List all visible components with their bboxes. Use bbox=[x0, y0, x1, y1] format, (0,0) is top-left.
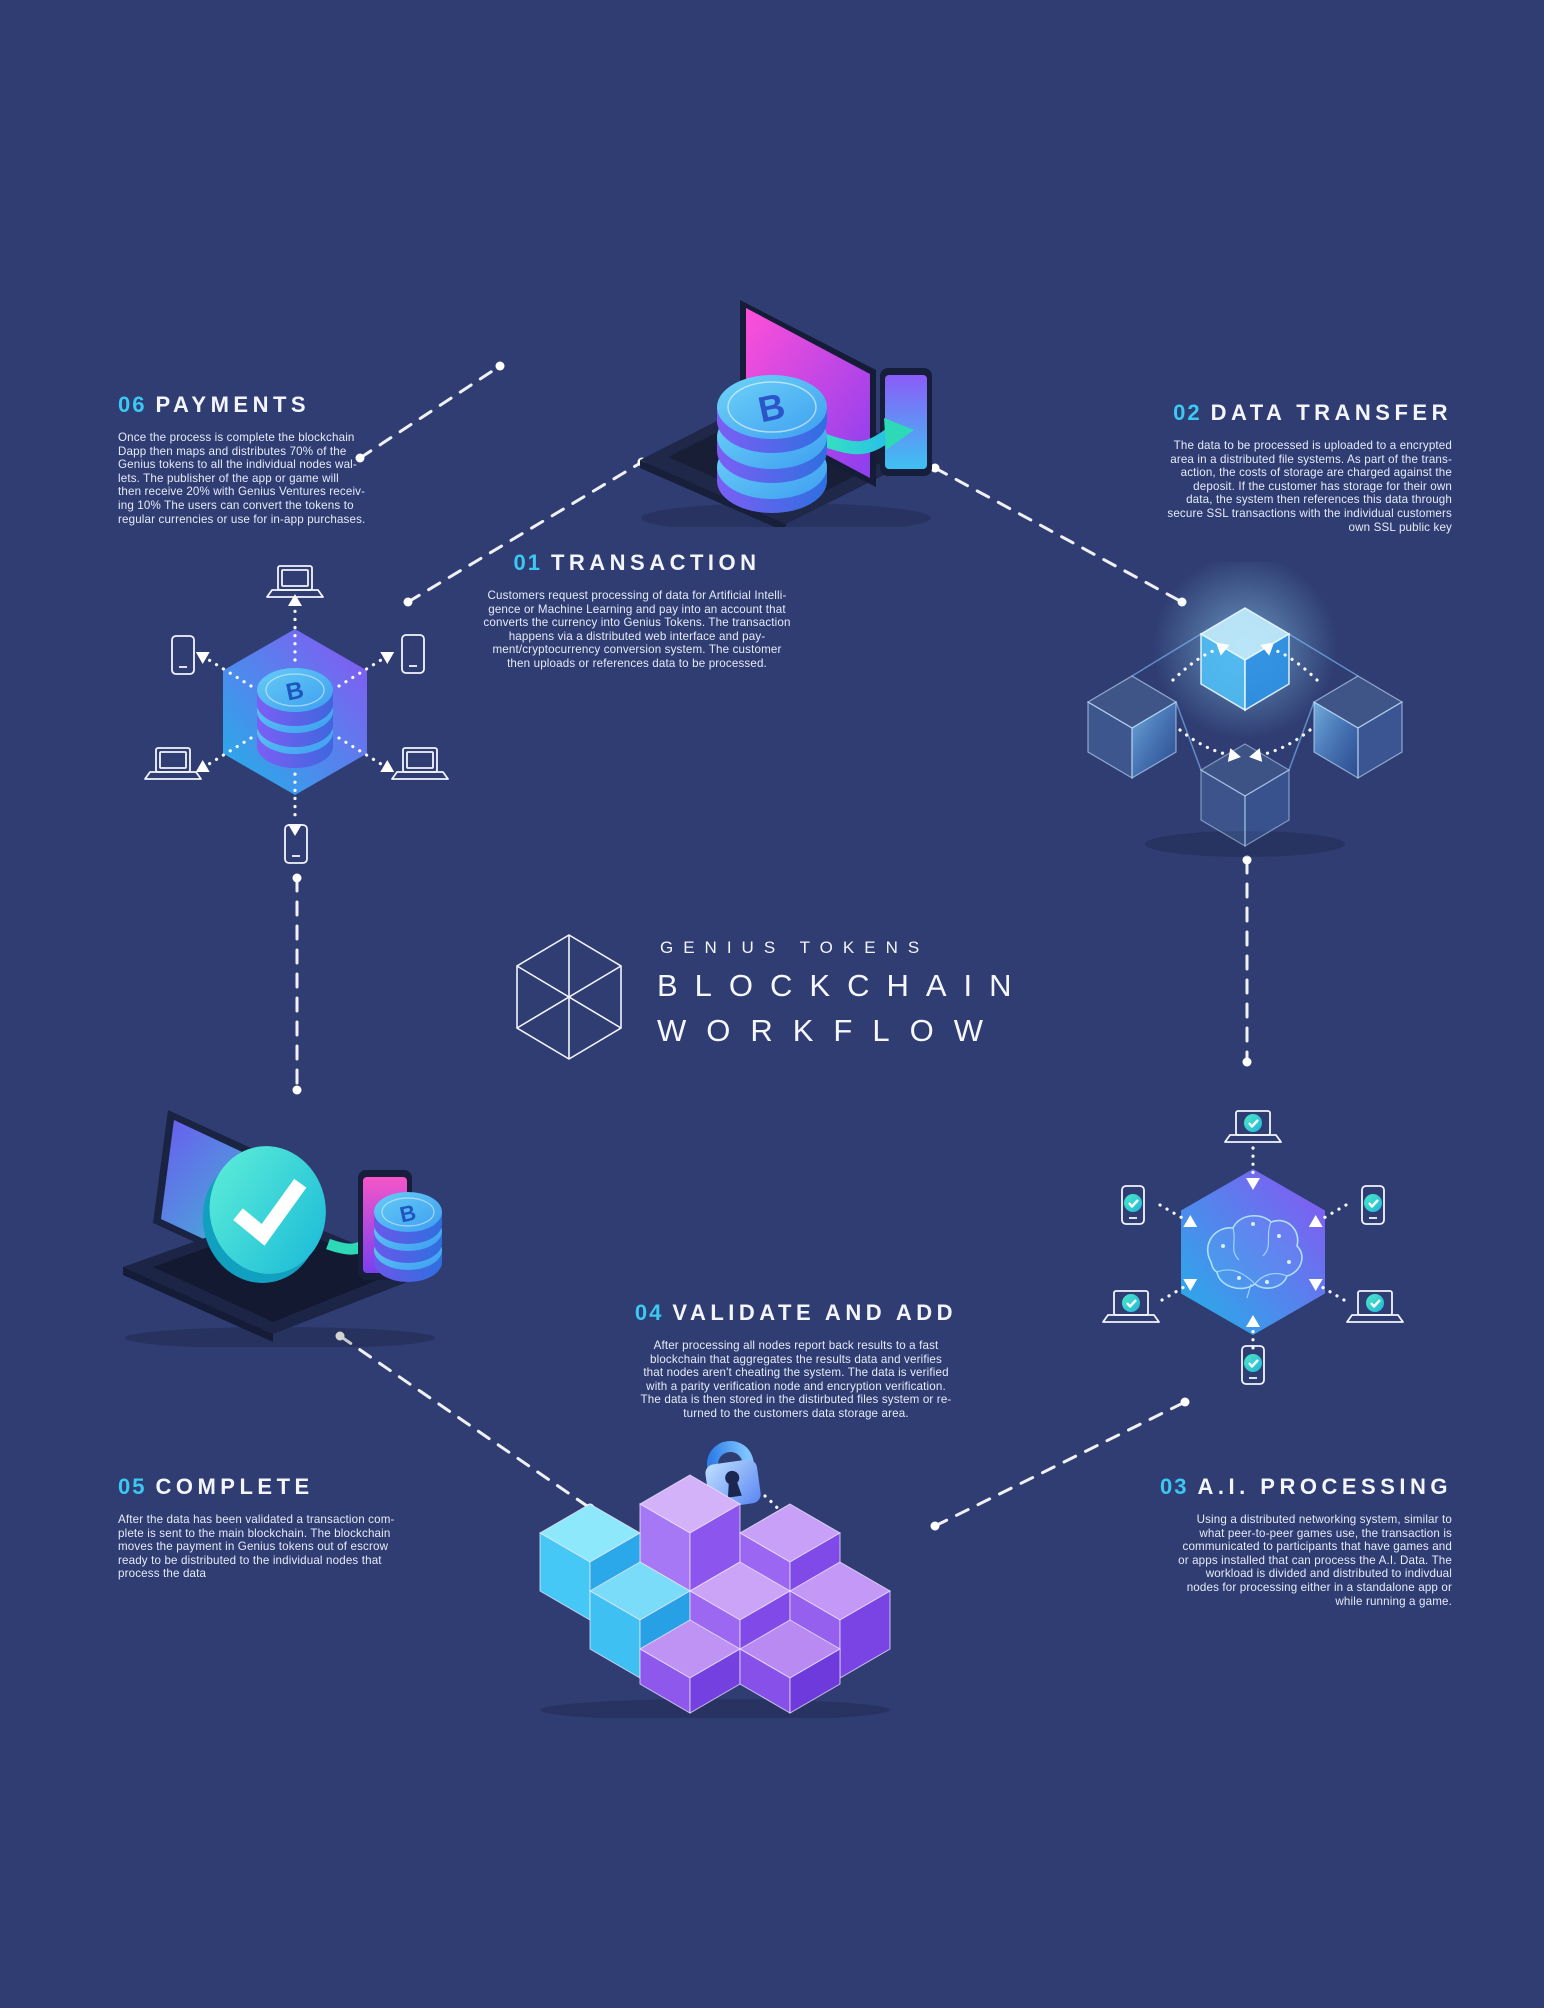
step-title: DATA TRANSFER bbox=[1210, 400, 1452, 425]
validate-cubes-lock-illustration bbox=[539, 1441, 891, 1718]
logo-title-line1: BLOCKCHAIN bbox=[657, 968, 1029, 1003]
check-badge-icon bbox=[1124, 1194, 1142, 1212]
step-04-validate-and-add: 04 VALIDATE AND ADD After processing all … bbox=[600, 1300, 992, 1421]
bitcoin-symbol: B bbox=[398, 1200, 419, 1228]
smartphone-icon bbox=[284, 824, 308, 864]
payments-distribution-hexagon-illustration: B bbox=[144, 565, 449, 864]
check-badge-icon bbox=[1244, 1354, 1262, 1372]
check-badge-icon bbox=[1366, 1294, 1384, 1312]
step-01-transaction: 01 TRANSACTION Customers request processi… bbox=[437, 550, 837, 671]
step-number: 04 bbox=[634, 1300, 664, 1325]
check-badge-icon bbox=[1364, 1194, 1382, 1212]
logo-brand-name: GENIUS TOKENS bbox=[660, 938, 930, 957]
laptop-icon bbox=[1102, 1290, 1160, 1323]
transfer-arrow-icon bbox=[821, 418, 914, 455]
hexagon-node bbox=[1181, 1169, 1325, 1335]
step-number: 06 bbox=[118, 392, 147, 417]
laptop-icon bbox=[144, 747, 202, 780]
step-number: 05 bbox=[118, 1474, 147, 1499]
ai-processing-hexagon-illustration bbox=[1102, 1110, 1404, 1385]
smartphone-icon bbox=[401, 634, 425, 674]
bitcoin-coin-stack-icon: B bbox=[257, 668, 333, 768]
step-04-body: After processing all nodes report back r… bbox=[640, 1339, 952, 1420]
step-05-heading: 05 COMPLETE bbox=[118, 1474, 398, 1500]
smartphone-icon bbox=[880, 368, 932, 476]
cube-icon bbox=[1086, 675, 1178, 780]
step-05-complete: 05 COMPLETE After the data has been valid… bbox=[118, 1474, 398, 1581]
step-03-heading: 03 A.I. PROCESSING bbox=[1042, 1474, 1452, 1500]
step-06-payments: 06 PAYMENTS Once the process is complete … bbox=[118, 392, 398, 526]
step-06-body: Once the process is complete the blockch… bbox=[118, 431, 366, 526]
step-02-body: The data to be processed is uploaded to … bbox=[1167, 439, 1452, 534]
smartphone-icon bbox=[1361, 1185, 1385, 1225]
cube-icon bbox=[739, 1619, 841, 1714]
cube-icon bbox=[1312, 675, 1404, 780]
data-transfer-cubes-illustration bbox=[1086, 562, 1404, 857]
laptop-icon bbox=[1224, 1110, 1282, 1143]
step-title: TRANSACTION bbox=[550, 550, 761, 575]
laptop-icon bbox=[266, 565, 324, 598]
step-04-heading: 04 VALIDATE AND ADD bbox=[600, 1300, 992, 1326]
step-title: COMPLETE bbox=[155, 1474, 314, 1499]
step-number: 03 bbox=[1159, 1474, 1189, 1499]
step-title: PAYMENTS bbox=[155, 392, 311, 417]
bitcoin-coin-stack-icon: B bbox=[374, 1192, 442, 1282]
step-02-data-transfer: 02 DATA TRANSFER The data to be processed… bbox=[1042, 400, 1452, 534]
step-title: VALIDATE AND ADD bbox=[672, 1300, 958, 1325]
step-02-heading: 02 DATA TRANSFER bbox=[1042, 400, 1452, 426]
step-05-body: After the data has been validated a tran… bbox=[118, 1513, 395, 1581]
step-number: 01 bbox=[513, 550, 542, 575]
cube-icon bbox=[639, 1619, 741, 1714]
smartphone-icon bbox=[1241, 1345, 1265, 1385]
smartphone-icon bbox=[171, 635, 195, 675]
bitcoin-coin-stack-icon: B bbox=[717, 375, 827, 513]
laptop-icon bbox=[1346, 1290, 1404, 1323]
step-03-body: Using a distributed networking system, s… bbox=[1178, 1513, 1452, 1608]
bitcoin-symbol: B bbox=[284, 677, 307, 707]
step-03-ai-processing: 03 A.I. PROCESSING Using a distributed ne… bbox=[1042, 1474, 1452, 1608]
transaction-laptop-illustration: B bbox=[640, 300, 932, 527]
cube-icon bbox=[1199, 743, 1291, 848]
check-badge-icon bbox=[1122, 1294, 1140, 1312]
logo-title-line2: WORKFLOW bbox=[657, 1013, 1003, 1048]
logo-hexagon-icon bbox=[516, 934, 622, 1060]
check-badge-icon bbox=[1244, 1114, 1262, 1132]
genius-tokens-logo: GENIUS TOKENS BLOCKCHAIN WORKFLOW bbox=[515, 930, 1075, 1070]
smartphone-icon bbox=[1121, 1185, 1145, 1225]
laptop-icon bbox=[391, 747, 449, 780]
step-number: 02 bbox=[1173, 400, 1202, 425]
step-title: A.I. PROCESSING bbox=[1197, 1474, 1452, 1499]
complete-laptop-check-illustration: B bbox=[123, 1110, 442, 1347]
step-06-heading: 06 PAYMENTS bbox=[118, 392, 398, 418]
step-01-heading: 01 TRANSACTION bbox=[437, 550, 837, 576]
step-01-body: Customers request processing of data for… bbox=[483, 589, 791, 670]
brain-icon bbox=[1206, 1215, 1303, 1299]
check-badge-icon bbox=[202, 1146, 326, 1283]
